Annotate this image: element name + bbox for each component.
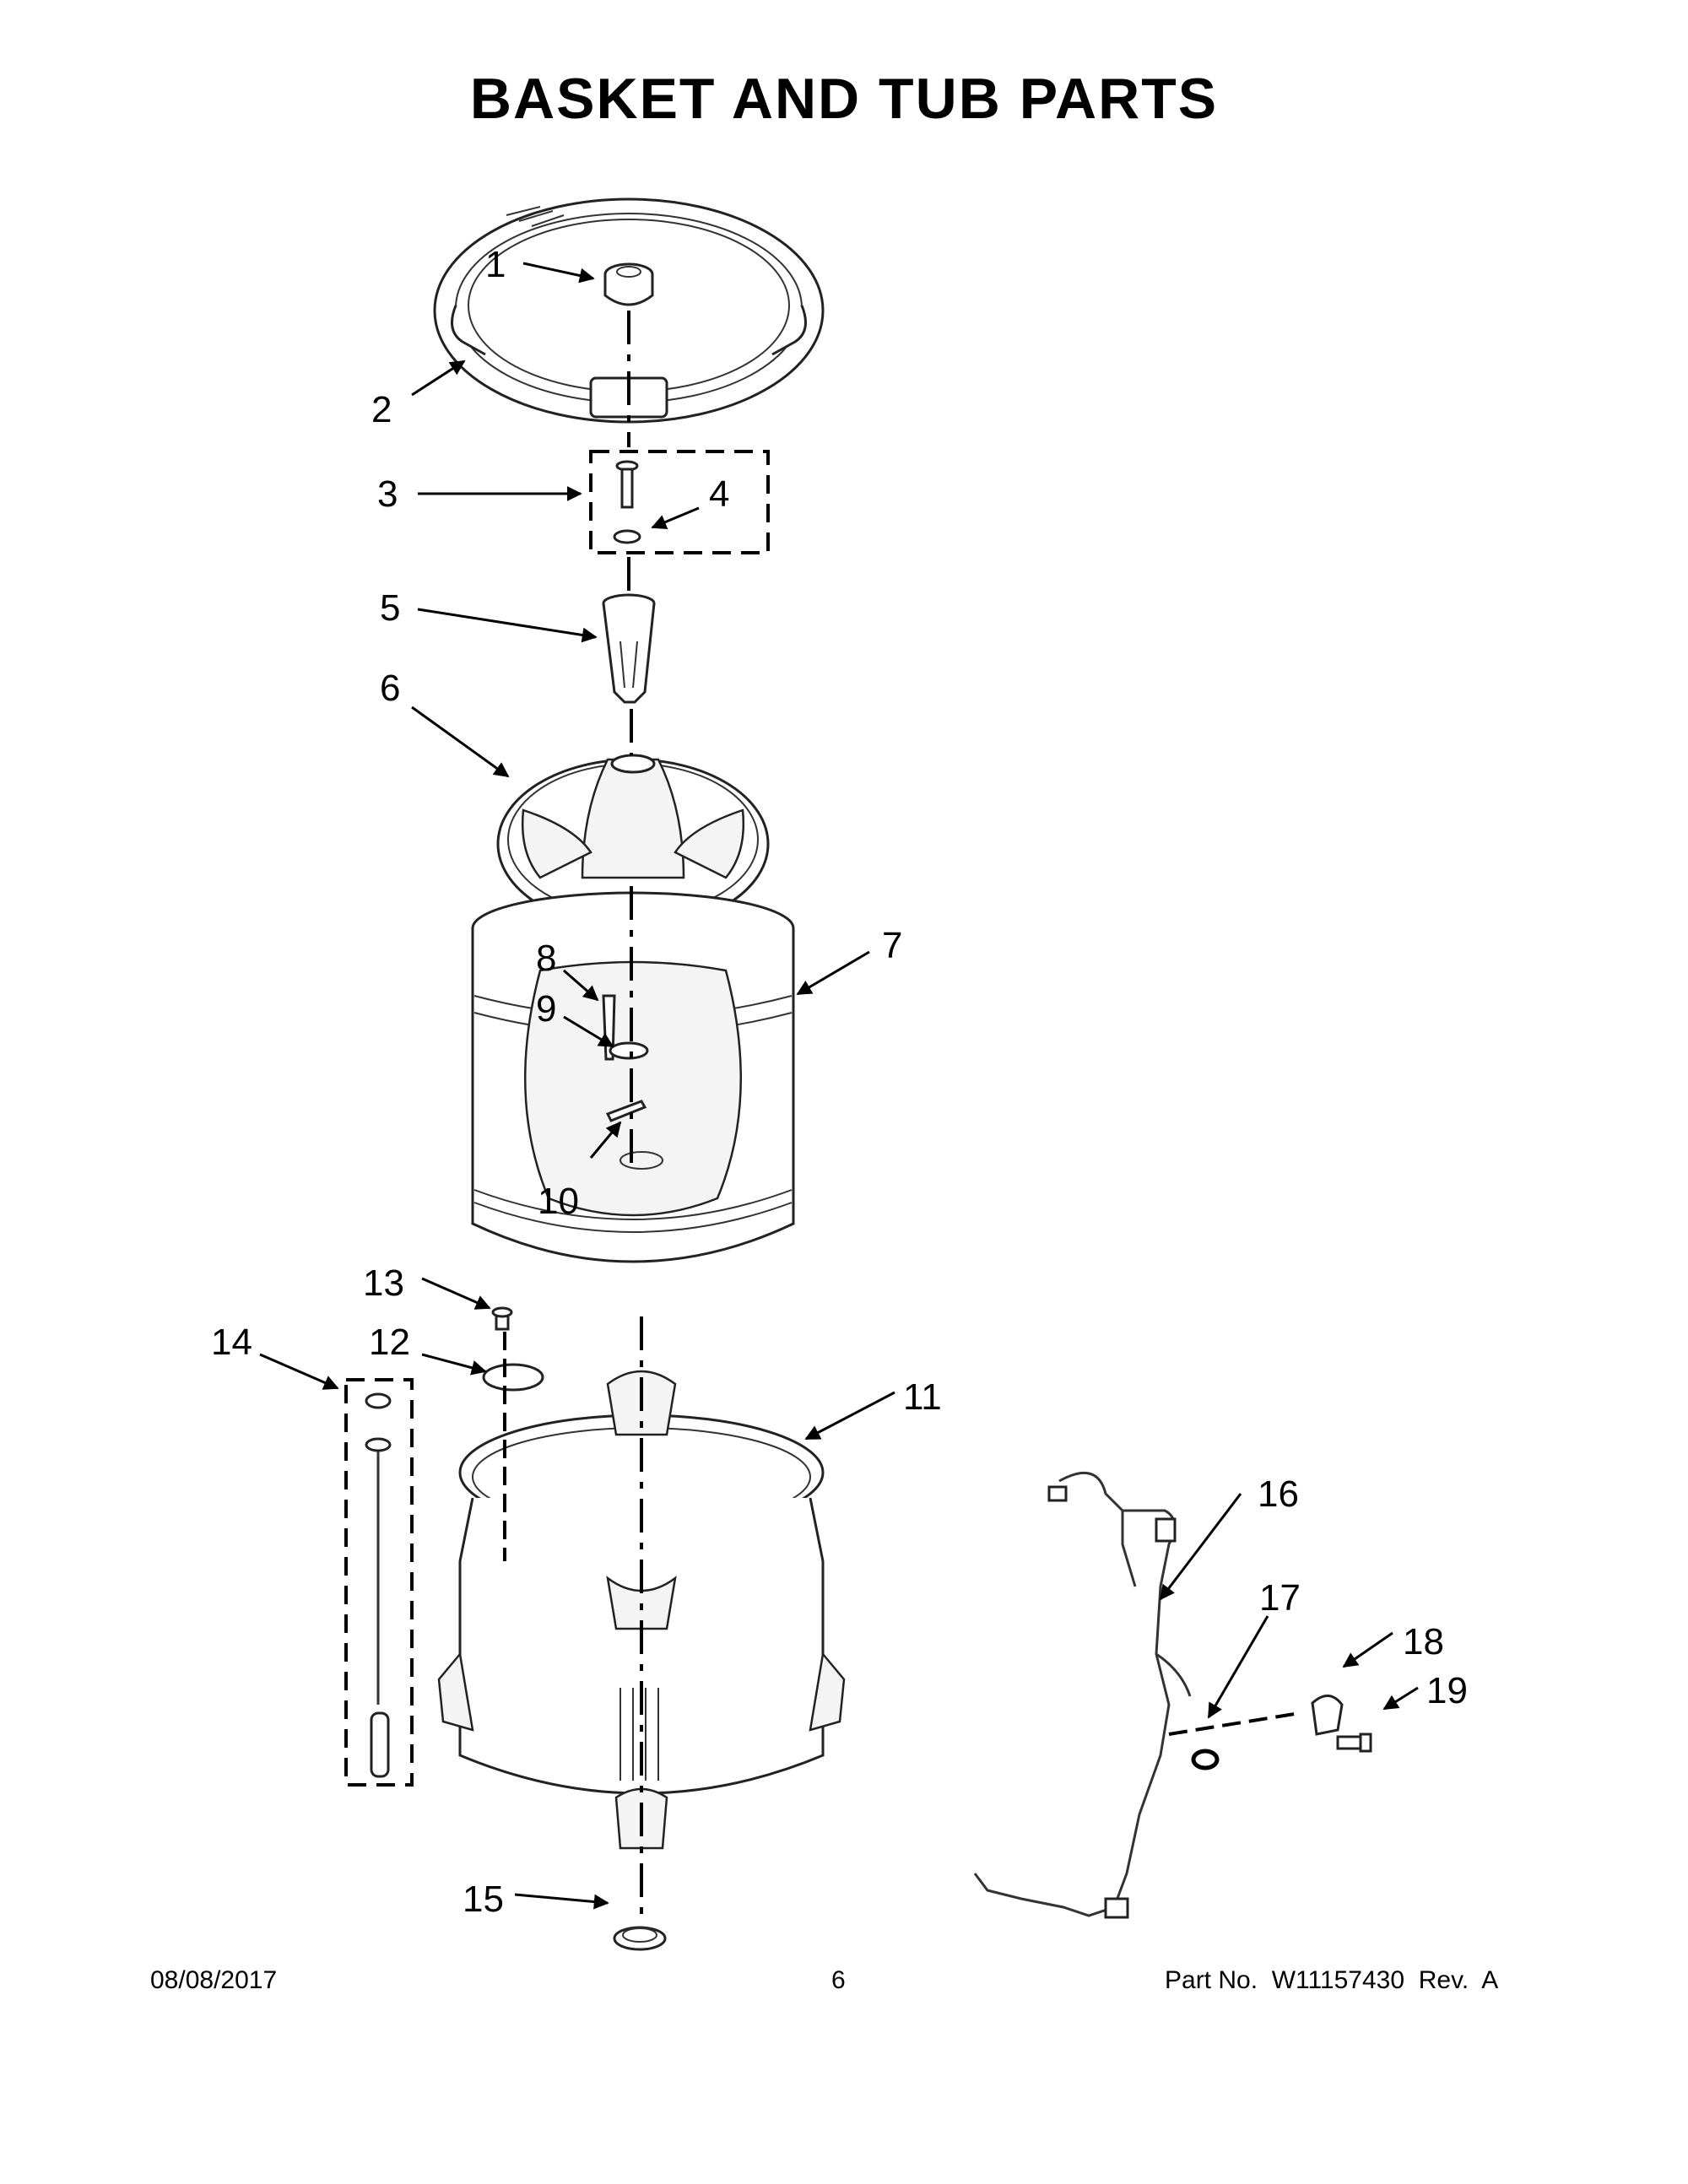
part-6-impeller (496, 754, 770, 930)
footer-page-number: 6 (831, 1966, 846, 1994)
part-3-4-bolt-washer (613, 460, 641, 544)
part-12-plate (482, 1363, 544, 1392)
callout-18: 18 (1403, 1621, 1444, 1662)
part-15-seal (613, 1926, 667, 1951)
callout-10: 10 (538, 1181, 579, 1222)
leader-lines (259, 262, 1419, 1910)
part-18-clip (1311, 1695, 1344, 1736)
assembly-line-harness (1168, 1711, 1301, 1736)
part-10-clip (605, 1100, 647, 1122)
callout-19: 19 (1426, 1670, 1468, 1711)
callout-9: 9 (536, 988, 556, 1030)
callout-6: 6 (380, 668, 400, 709)
callout-8: 8 (536, 938, 556, 979)
footer-date: 08/08/2017 (150, 1966, 278, 1994)
callout-17: 17 (1259, 1577, 1301, 1619)
callout-3: 3 (377, 473, 398, 515)
callout-12: 12 (369, 1322, 410, 1363)
callout-7: 7 (882, 925, 902, 966)
callout-2: 2 (371, 389, 392, 430)
callout-4: 4 (709, 473, 729, 515)
part-13-screw (491, 1306, 513, 1331)
callout-1: 1 (485, 244, 506, 285)
callout-labels: 1 2 3 4 5 6 7 8 9 10 11 12 13 14 15 16 1… (211, 244, 1468, 1920)
part-3-group-box (589, 450, 770, 554)
part-9-hub (609, 1041, 649, 1060)
part-19-screw (1336, 1733, 1372, 1753)
part-14-suspension-rod (344, 1378, 414, 1787)
part-17-ring (1191, 1749, 1220, 1770)
part-5-cone (602, 593, 656, 704)
callout-16: 16 (1258, 1473, 1299, 1515)
callout-13: 13 (363, 1262, 404, 1304)
callout-15: 15 (463, 1879, 504, 1920)
callout-5: 5 (380, 587, 400, 629)
callout-14: 14 (211, 1322, 252, 1363)
part-1-cap (603, 262, 654, 306)
footer-part-number: Part No. W11157430 Rev. A (1165, 1966, 1499, 1994)
page-title: BASKET AND TUB PARTS (469, 67, 1219, 131)
callout-11: 11 (903, 1376, 942, 1418)
part-16-wire-harness (973, 1472, 1192, 1919)
